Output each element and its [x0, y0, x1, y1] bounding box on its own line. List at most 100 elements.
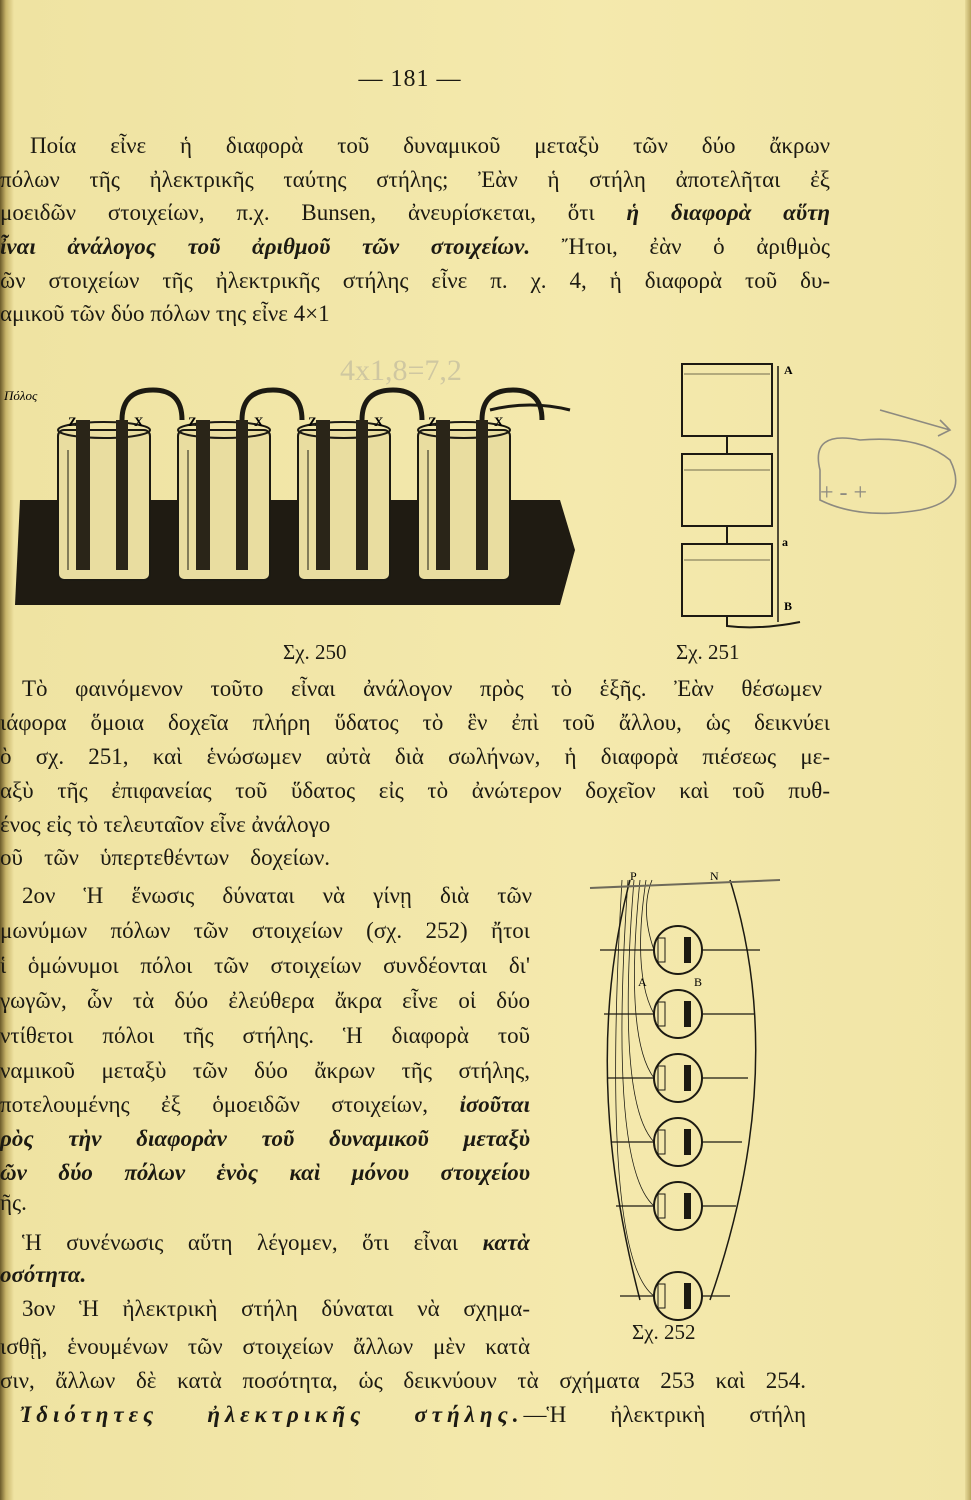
text-line: οσότητα.: [0, 1262, 100, 1288]
text-line: ναμικοῦ μεταξὺ τῶν δύο ἄκρων τῆς στήλης,: [0, 1058, 530, 1084]
text-line: ποτελουμένης ἐξ ὁμοειδῶν στοιχείων, ἰσοῦ…: [0, 1092, 530, 1118]
figure-250-caption: Σχ. 250: [283, 640, 347, 664]
text-segment: ναμικοῦ μεταξὺ τῶν δύο ἄκρων τῆς στήλης,: [0, 1058, 530, 1083]
battery-cell: Z X: [297, 387, 425, 581]
emphasis-text: κατὰ: [482, 1230, 530, 1255]
text-line: οῦ τῶν ὑπερτεθέντων δοχείων.: [0, 845, 330, 871]
electrode-label-x: X: [134, 414, 144, 429]
text-segment: αξὺ τῆς ἐπιφανείας τοῦ ὕδατος εἰς τὸ ἀνώ…: [0, 778, 830, 803]
page-number: — 181 —: [358, 66, 462, 92]
text-line: ῶν δύο πόλων ἑνὸς καὶ μόνου στοιχείου: [0, 1160, 530, 1186]
figure-252-cells-illustration: P N A B: [589, 869, 781, 1321]
text-segment: 3ον Ἡ ἠλεκτρικὴ στήλη δύναται νὰ σχημα-: [22, 1296, 530, 1321]
figure-251-caption: Σχ. 251: [676, 640, 740, 664]
pencil-calculation: 4x1,8=7,2: [340, 354, 462, 387]
text-line: ἱ ὁμώνυμοι πόλοι τῶν στοιχείων συνδέοντα…: [0, 953, 530, 979]
handwritten-pole-label: Πόλος: [3, 388, 38, 403]
wire-end: [489, 403, 571, 412]
battery-cell: Z X: [177, 387, 305, 581]
emphasis-text: ρὸς τὴν διαφορὰν τοῦ δυναμικοῦ μεταξὺ: [0, 1126, 530, 1151]
label-N: N: [710, 869, 719, 883]
cell: [600, 879, 760, 975]
text-line: αμικοῦ τῶν δύο πόλων της εἶνε 4×1,8=7.2: [0, 301, 330, 327]
cell: [616, 879, 736, 1231]
text-line: ιάφορα ὅμοια δοχεῖα πλήρη ὕδατος τὸ ἓν ἐ…: [0, 710, 830, 736]
label-A: A: [784, 363, 793, 377]
emphasis-text: οσότητα.: [0, 1262, 87, 1287]
text-segment: Ἤτοι, ἐὰν ὁ ἀριθμὸς: [530, 234, 830, 259]
text-segment: Ἡ συνένωσις αὕτη λέγομεν, ὅτι εἶναι: [22, 1230, 483, 1255]
figure-251-vessels-illustration: A a B: [681, 363, 801, 629]
label-a: a: [782, 535, 788, 549]
emphasis-text: ἶναι ἀνάλογος τοῦ ἀριθμοῦ τῶν στοιχείων.: [0, 234, 531, 259]
electrode-label-z: Z: [68, 414, 77, 429]
text-segment: αμικοῦ τῶν δύο πόλων της εἶνε 4×1,8=7.2: [0, 301, 330, 326]
battery-cell: Z X: [57, 387, 185, 581]
text-line: Τὸ φαινόμενον τοῦτο εἶναι ἀνάλογον πρὸς …: [22, 676, 822, 702]
text-segment: ισθῇ, ἑνουμένων τῶν στοιχείων ἄλλων μὲν …: [0, 1334, 530, 1359]
battery-cell: Z X: [417, 387, 545, 581]
text-line: σιν, ἄλλων δὲ κατὰ ποσότητα, ὡς δεικνύου…: [0, 1368, 806, 1394]
text-segment: ῶν στοιχείων τῆς ἠλεκτρικῆς στήλης εἶνε …: [0, 268, 830, 293]
text-line: 3ον Ἡ ἠλεκτρικὴ στήλη δύναται νὰ σχημα-: [22, 1296, 530, 1322]
text-line: γωγῶν, ὧν τὰ δύο ἐλεύθερα ἄκρα εἶνε οἱ δ…: [0, 988, 530, 1014]
label-B: B: [784, 599, 792, 613]
pencil-line: [589, 879, 781, 889]
emphasis-text: ἡ διαφορὰ αὕτη: [626, 200, 830, 225]
text-segment: γωγῶν, ὧν τὰ δύο ἐλεύθερα ἄκρα εἶνε οἱ δ…: [0, 988, 530, 1013]
label-A: A: [638, 975, 647, 989]
figure-252-caption: Σχ. 252: [632, 1320, 696, 1344]
electrode-label-z: Z: [308, 414, 317, 429]
text-line: ῶν στοιχείων τῆς ἠλεκτρικῆς στήλης εἶνε …: [0, 268, 830, 294]
text-segment: —Ἡ ἠλεκτρικὴ στήλη: [523, 1402, 806, 1427]
text-line: ντίθετοι πόλοι τῆς στήλης. Ἡ διαφορὰ τοῦ: [0, 1023, 530, 1049]
figure-250-battery-illustration: Z X Z X Z X Z X Πόλος 4x1,8=7,2: [3, 354, 575, 605]
text-line: ῆς.: [0, 1190, 30, 1216]
cell: [608, 879, 748, 1103]
text-segment: πόλων τῆς ἠλεκτρικῆς ταύτης στήλης; Ἐὰν …: [0, 167, 830, 192]
text-segment: ῆς.: [0, 1190, 27, 1215]
label-P: P: [630, 869, 637, 883]
text-segment: μοειδῶν στοιχείων, π.χ. Bunsen, ἀνευρίσκ…: [0, 200, 627, 225]
cell: [612, 879, 742, 1167]
text-segment: ποτελουμένης ἐξ ὁμοειδῶν στοιχείων,: [0, 1092, 460, 1117]
text-segment: Τὸ φαινόμενον τοῦτο εἶναι ἀνάλογον πρὸς …: [22, 676, 822, 701]
text-segment: σιν, ἄλλων δὲ κατὰ ποσότητα, ὡς δεικνύου…: [0, 1368, 806, 1393]
cell: [604, 879, 754, 1039]
text-segment: ιάφορα ὅμοια δοχεῖα πλήρη ὕδατος τὸ ἓν ἐ…: [0, 710, 830, 735]
text-line: ὸ σχ. 251, καὶ ἑνώσωμεν αὐτὰ διὰ σωλήνων…: [0, 744, 830, 770]
emphasis-text: Ἰδιότητες ἠλεκτρικῆς στήλης.: [20, 1402, 524, 1427]
text-segment: μωνύμων πόλων τῶν στοιχείων (σχ. 252) ἤτ…: [0, 918, 530, 943]
text-line: μωνύμων πόλων τῶν στοιχείων (σχ. 252) ἤτ…: [0, 918, 530, 944]
electrode-label-x: X: [254, 414, 264, 429]
text-segment: ντίθετοι πόλοι τῆς στήλης. Ἡ διαφορὰ τοῦ: [0, 1023, 530, 1048]
page-edge: [965, 0, 971, 1500]
cell: [615, 879, 730, 1321]
emphasis-text: ἰσοῦται: [459, 1092, 530, 1117]
text-segment: ὸ σχ. 251, καὶ ἑνώσωμεν αὐτὰ διὰ σωλήνων…: [0, 744, 830, 769]
electrode-label-z: Z: [428, 414, 437, 429]
text-line: 2ον Ἡ ἕνωσις δύναται νὰ γίνῃ διὰ τῶν: [22, 883, 532, 909]
emphasis-text: ῶν δύο πόλων ἑνὸς καὶ μόνου στοιχείου: [0, 1160, 530, 1185]
text-line: Ἡ συνένωσις αὕτη λέγομεν, ὅτι εἶναι κατὰ: [22, 1230, 530, 1256]
text-line: ένος εἰς τὸ τελευταῖον εἶνε ἀνάλογος τοῦ…: [0, 812, 330, 838]
sketch-signs: + - +: [820, 480, 867, 506]
electrode-label-x: X: [374, 414, 384, 429]
electrode-label-z: Z: [188, 414, 197, 429]
electrode-label-x: X: [494, 414, 504, 429]
label-B: B: [694, 975, 702, 989]
text-segment: 2ον Ἡ ἕνωσις δύναται νὰ γίνῃ διὰ τῶν: [22, 883, 532, 908]
text-line: μοειδῶν στοιχείων, π.χ. Bunsen, ἀνευρίσκ…: [0, 200, 830, 226]
text-line: ρὸς τὴν διαφορὰν τοῦ δυναμικοῦ μεταξὺ: [0, 1126, 530, 1152]
text-line: Ἰδιότητες ἠλεκτρικῆς στήλης.—Ἡ ἠλεκτρικὴ…: [20, 1402, 806, 1428]
text-line: πόλων τῆς ἠλεκτρικῆς ταύτης στήλης; Ἐὰν …: [0, 167, 830, 193]
margin-pencil-sketch: + - +: [817, 409, 957, 515]
text-line: αξὺ τῆς ἐπιφανείας τοῦ ὕδατος εἰς τὸ ἀνώ…: [0, 778, 830, 804]
text-segment: Ποία εἶνε ἡ διαφορὰ τοῦ δυναμικοῦ μεταξὺ…: [30, 133, 830, 158]
text-segment: ένος εἰς τὸ τελευταῖον εἶνε ἀνάλογος τοῦ…: [0, 812, 330, 837]
text-line: Ποία εἶνε ἡ διαφορὰ τοῦ δυναμικοῦ μεταξὺ…: [30, 133, 830, 159]
text-line: ισθῇ, ἑνουμένων τῶν στοιχείων ἄλλων μὲν …: [0, 1334, 530, 1360]
text-segment: ἱ ὁμώνυμοι πόλοι τῶν στοιχείων συνδέοντα…: [0, 953, 530, 978]
text-line: ἶναι ἀνάλογος τοῦ ἀριθμοῦ τῶν στοιχείων.…: [0, 234, 830, 260]
text-segment: οῦ τῶν ὑπερτεθέντων δοχείων.: [0, 845, 330, 870]
